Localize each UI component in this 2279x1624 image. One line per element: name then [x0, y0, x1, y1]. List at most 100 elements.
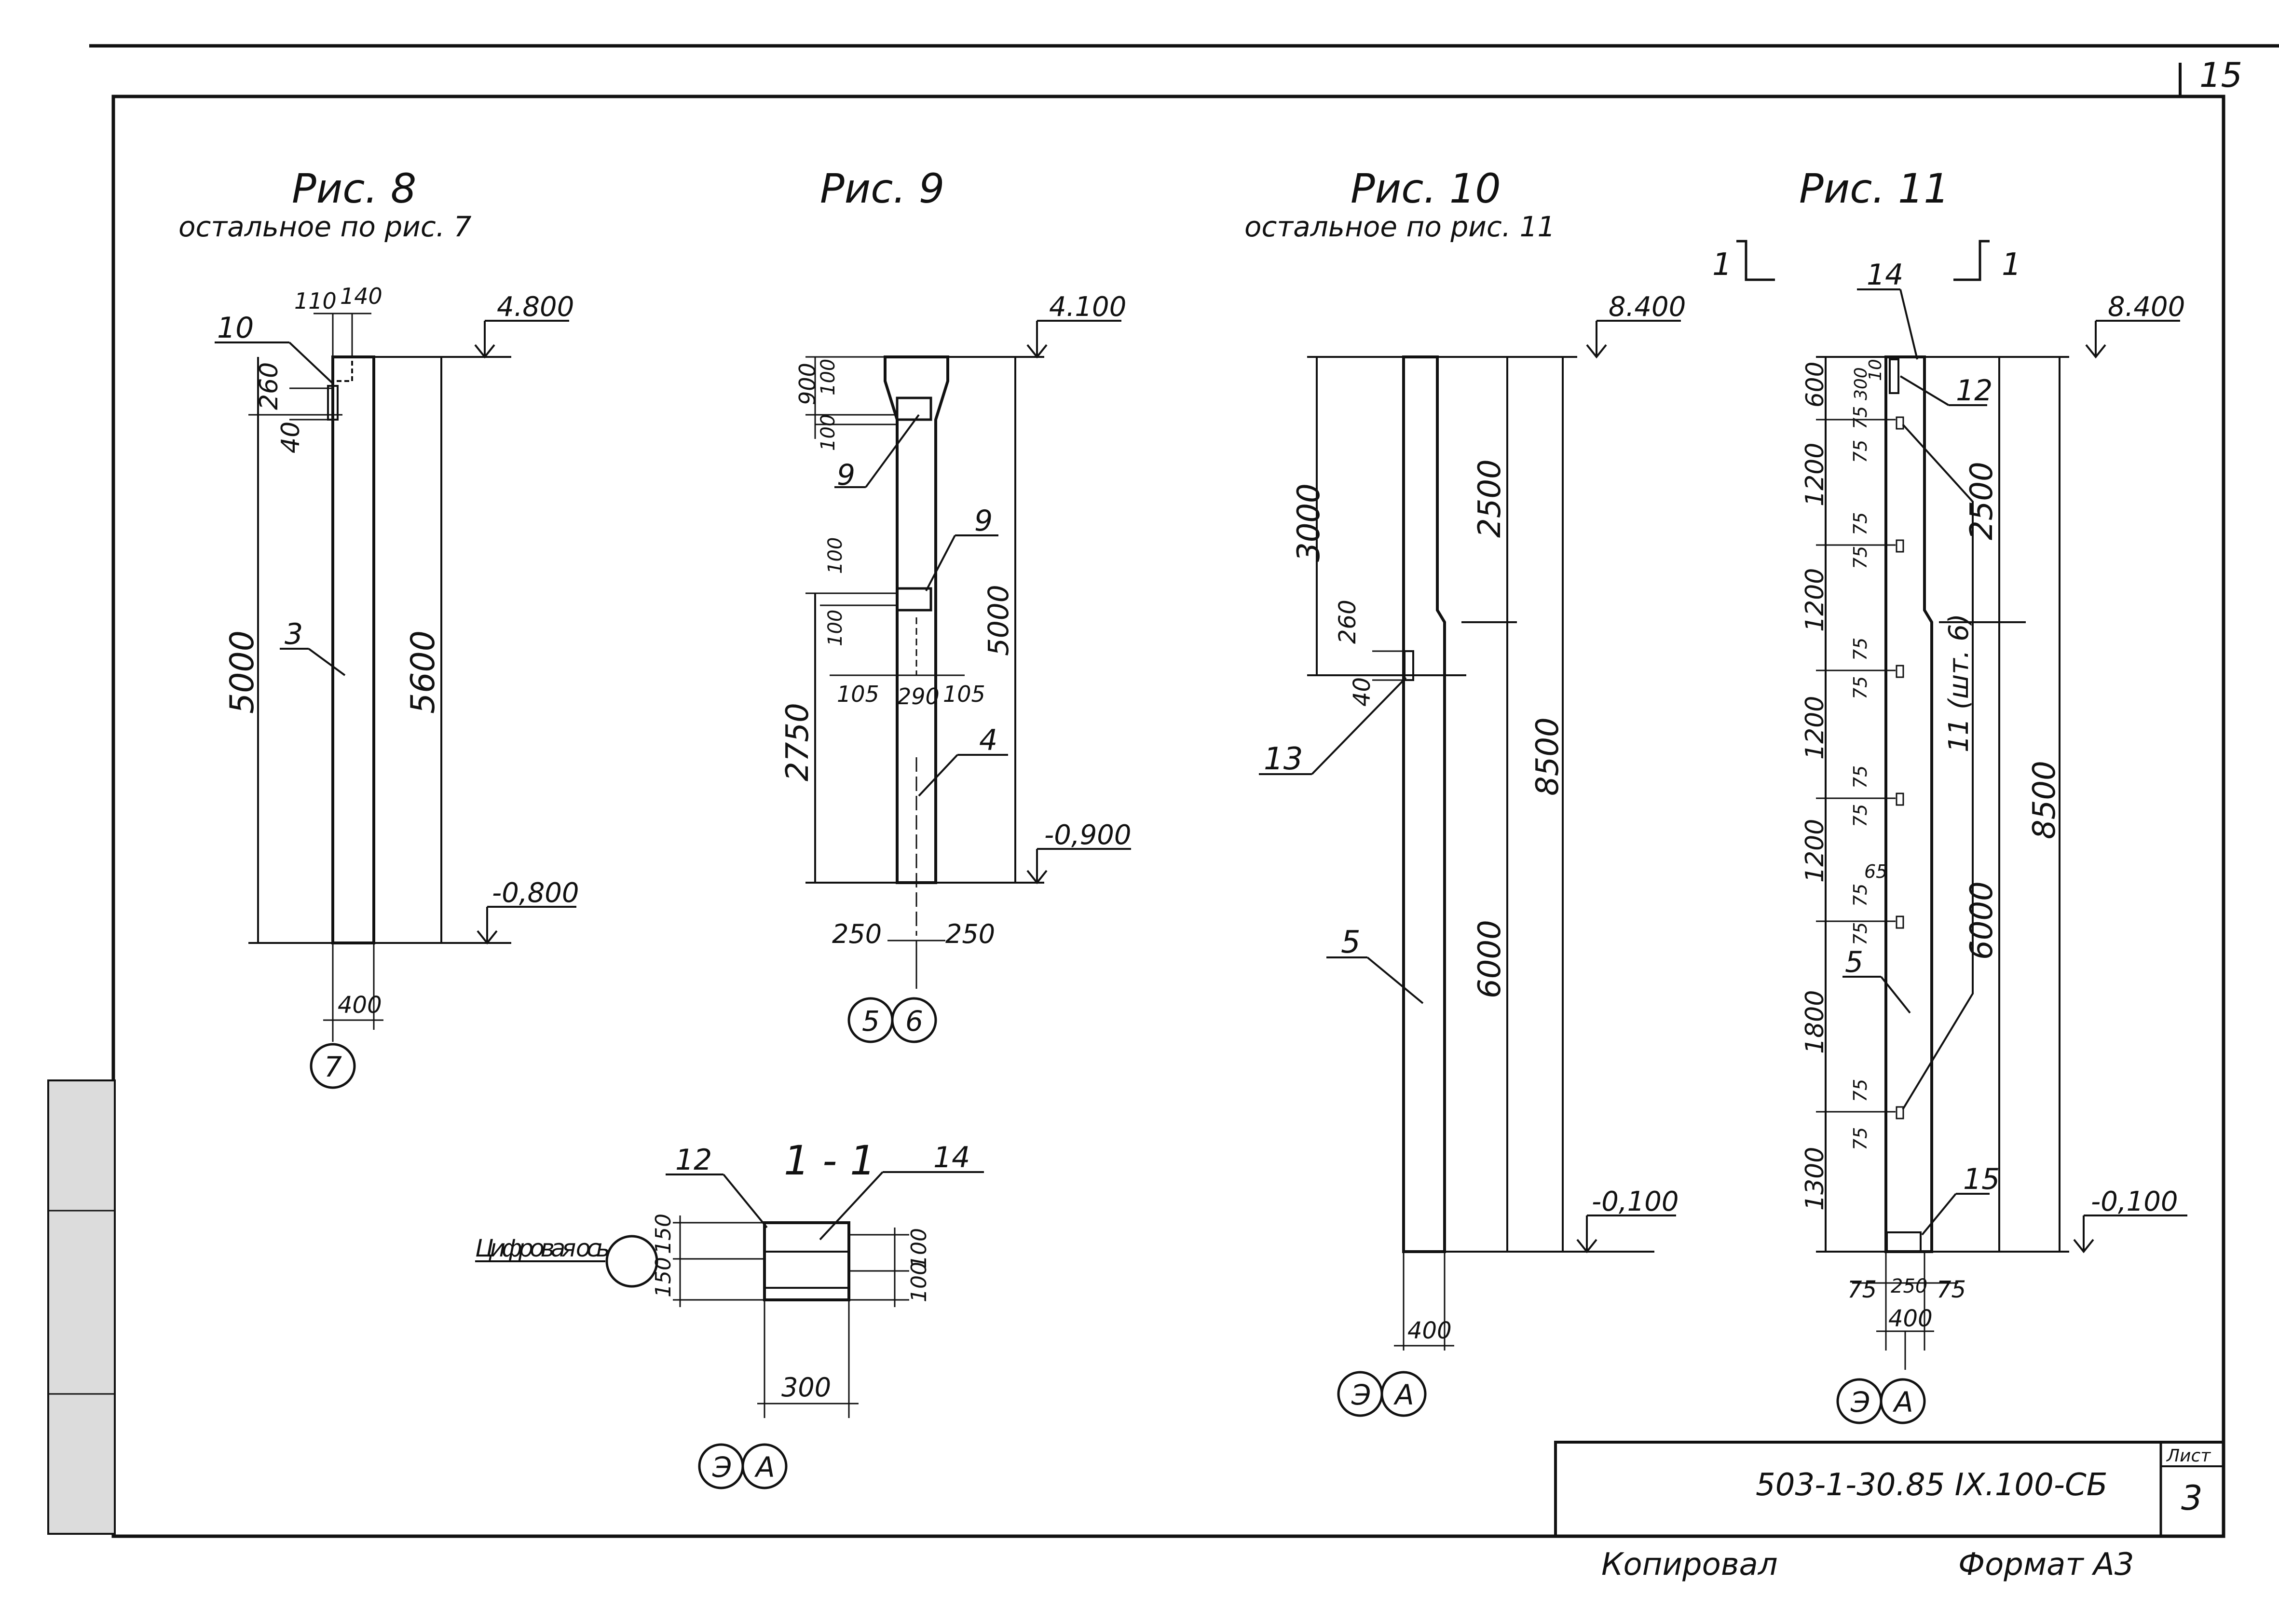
fig8-callout-3: 3 [285, 617, 303, 651]
fig10-dim-3000: 3000 [1291, 483, 1327, 562]
fig11-dim-1200d: 1200 [1801, 819, 1829, 883]
figure-11: Рис. 11 1 1 600 1200 1200 1200 1200 1800 [1712, 165, 2187, 1424]
fig11-callout-12: 12 [1956, 374, 1992, 408]
fig9-dim-290: 290 [897, 683, 940, 710]
fig11-dim-75-11: 75 [1850, 1079, 1871, 1102]
fig10-dim-400: 400 [1407, 1317, 1452, 1344]
fig9-dim-900: 900 [794, 363, 820, 405]
section-callout-14: 14 [933, 1141, 970, 1174]
fig8-level-bottom: -0,800 [492, 877, 579, 909]
fig11-callout-5: 5 [1845, 945, 1863, 979]
fig11-axis-e: Э [1850, 1386, 1870, 1419]
fig9-axis-5: 5 [862, 1005, 880, 1037]
fig9-callout-4: 4 [979, 723, 997, 757]
fig11-dim-1800: 1800 [1801, 990, 1829, 1054]
fig8-callout-10: 10 [217, 311, 254, 345]
fig9-dim-2750: 2750 [780, 703, 816, 781]
section-axis-e: Э [712, 1451, 732, 1484]
fig11-level-top: 8.400 [2108, 291, 2185, 323]
fig11-dim-1200b: 1200 [1801, 568, 1829, 632]
section-dim-300: 300 [781, 1372, 831, 1403]
fig9-dim-250b: 250 [945, 919, 995, 949]
list-number: 3 [2181, 1478, 2203, 1518]
fig8-column [331, 355, 375, 944]
section-digital-axis-label: Цифровая ось [475, 1234, 610, 1262]
fig11-dim-75-6: 75 [1850, 676, 1871, 699]
fig8-axis-bubble [310, 1043, 356, 1089]
fig11-bottom-400: 400 [1888, 1305, 1933, 1332]
fig10-dim-260: 260 [1334, 600, 1361, 644]
fig9-dim-100b: 100 [817, 414, 839, 451]
section-body [763, 1221, 850, 1301]
fig11-dim-75-4: 75 [1850, 546, 1871, 569]
fig11-dim-75-2: 75 [1850, 440, 1871, 463]
fig10-subtitle: остальное по рис. 11 [1244, 210, 1555, 243]
section-dim-100b: 100 [907, 1262, 931, 1302]
fig9-dim-100a: 100 [817, 359, 839, 396]
fig8-title: Рис. 8 [292, 165, 416, 212]
fig8-subtitle: остальное по рис. 7 [178, 210, 472, 243]
fig9-level-bottom: -0,900 [1044, 819, 1132, 851]
title-block: 503-1-30.85 IX.100-СБ Лист 3 Копировал Ф… [1554, 1441, 2225, 1583]
fig11-bottom-75a: 75 [1847, 1276, 1877, 1303]
fig10-level-top: 8.400 [1609, 291, 1686, 323]
fig10-callout-13: 13 [1264, 741, 1303, 777]
fig8-dim-260: 260 [255, 362, 284, 410]
fig9-title: Рис. 9 [820, 165, 944, 212]
section-1-1: 1 - 1 150 150 100 100 12 14 Цифровая ось… [475, 1137, 984, 1489]
fig10-dim-2500: 2500 [1472, 459, 1508, 538]
section-axis-bubble-a [741, 1443, 788, 1489]
fig8-dim-140: 140 [340, 283, 382, 309]
fig11-section-mark-left: 1 [1712, 247, 1732, 283]
fig10-dim-40: 40 [1349, 677, 1376, 707]
fig10-title: Рис. 10 [1351, 165, 1501, 212]
figure-9: Рис. 9 900 100 100 100 100 2750 105 290 … [780, 165, 1132, 1043]
section-axis-a: А [754, 1451, 775, 1484]
fig11-dim-1200a: 1200 [1801, 443, 1829, 506]
fig9-callout-9a: 9 [837, 458, 855, 492]
fig10-axis-bubble-a [1380, 1371, 1427, 1417]
left-stamp-strip [47, 1079, 116, 1535]
fig9-dim-100c: 100 [824, 537, 846, 574]
fig11-dim-75-5: 75 [1850, 638, 1871, 661]
fig11-bottom-75b: 75 [1937, 1276, 1966, 1303]
fig11-dim-75-3: 75 [1850, 512, 1871, 535]
fig11-dim-75-8: 75 [1850, 804, 1871, 827]
fig9-dim-250a: 250 [832, 919, 882, 949]
fig10-axis-e: Э [1351, 1378, 1371, 1411]
fig9-axis-6: 6 [905, 1005, 923, 1037]
fig10-axis-a: А [1393, 1378, 1414, 1411]
fig11-dim-65: 65 [1864, 861, 1887, 882]
fig10-level-bottom: -0,100 [1592, 1186, 1679, 1217]
fig8-level-top: 4.800 [497, 291, 574, 323]
fig11-level-bottom: -0,100 [2091, 1186, 2178, 1217]
fig11-dim-75-12: 75 [1850, 1127, 1871, 1150]
fig10-column [1402, 355, 1446, 1253]
fig11-bottom-250: 250 [1891, 1275, 1927, 1297]
fig11-column [1884, 355, 1933, 1253]
fig8-axis-label: 7 [324, 1051, 342, 1083]
drawing-designation: 503-1-30.85 IX.100-СБ [1756, 1467, 2108, 1503]
fig11-dim-300: 300 [1851, 367, 1871, 400]
fig11-dim-8500: 8500 [2027, 761, 2062, 839]
fig9-level-top: 4.100 [1049, 291, 1126, 323]
fig9-dim-105a: 105 [837, 681, 879, 707]
fig11-dim-75-7: 75 [1850, 765, 1871, 789]
fig11-title: Рис. 11 [1799, 165, 1950, 212]
fig11-callout-15: 15 [1963, 1162, 2000, 1196]
corner-sheet-number: 15 [2199, 55, 2242, 95]
fig11-callout-14: 14 [1867, 258, 1903, 292]
fig8-dim-5000: 5000 [223, 630, 261, 714]
fig9-dim-100d: 100 [824, 610, 846, 646]
figure-10: Рис. 10 остальное по рис. 11 3000 260 40… [1244, 165, 1686, 1417]
section-digital-axis-bubble [605, 1235, 658, 1288]
section-dim-100a: 100 [907, 1228, 931, 1269]
fig11-dim-2500: 2500 [1964, 462, 2000, 540]
fig9-axis-bubble-6 [891, 997, 937, 1043]
fig10-dim-6000: 6000 [1472, 920, 1508, 998]
fig11-dim-600: 600 [1801, 362, 1829, 408]
fig11-dim-10: 10 [1866, 359, 1885, 381]
section-dim-150b: 150 [651, 1257, 676, 1297]
figure-8: Рис. 8 остальное по рис. 7 260 40 5000 1… [178, 165, 579, 1089]
